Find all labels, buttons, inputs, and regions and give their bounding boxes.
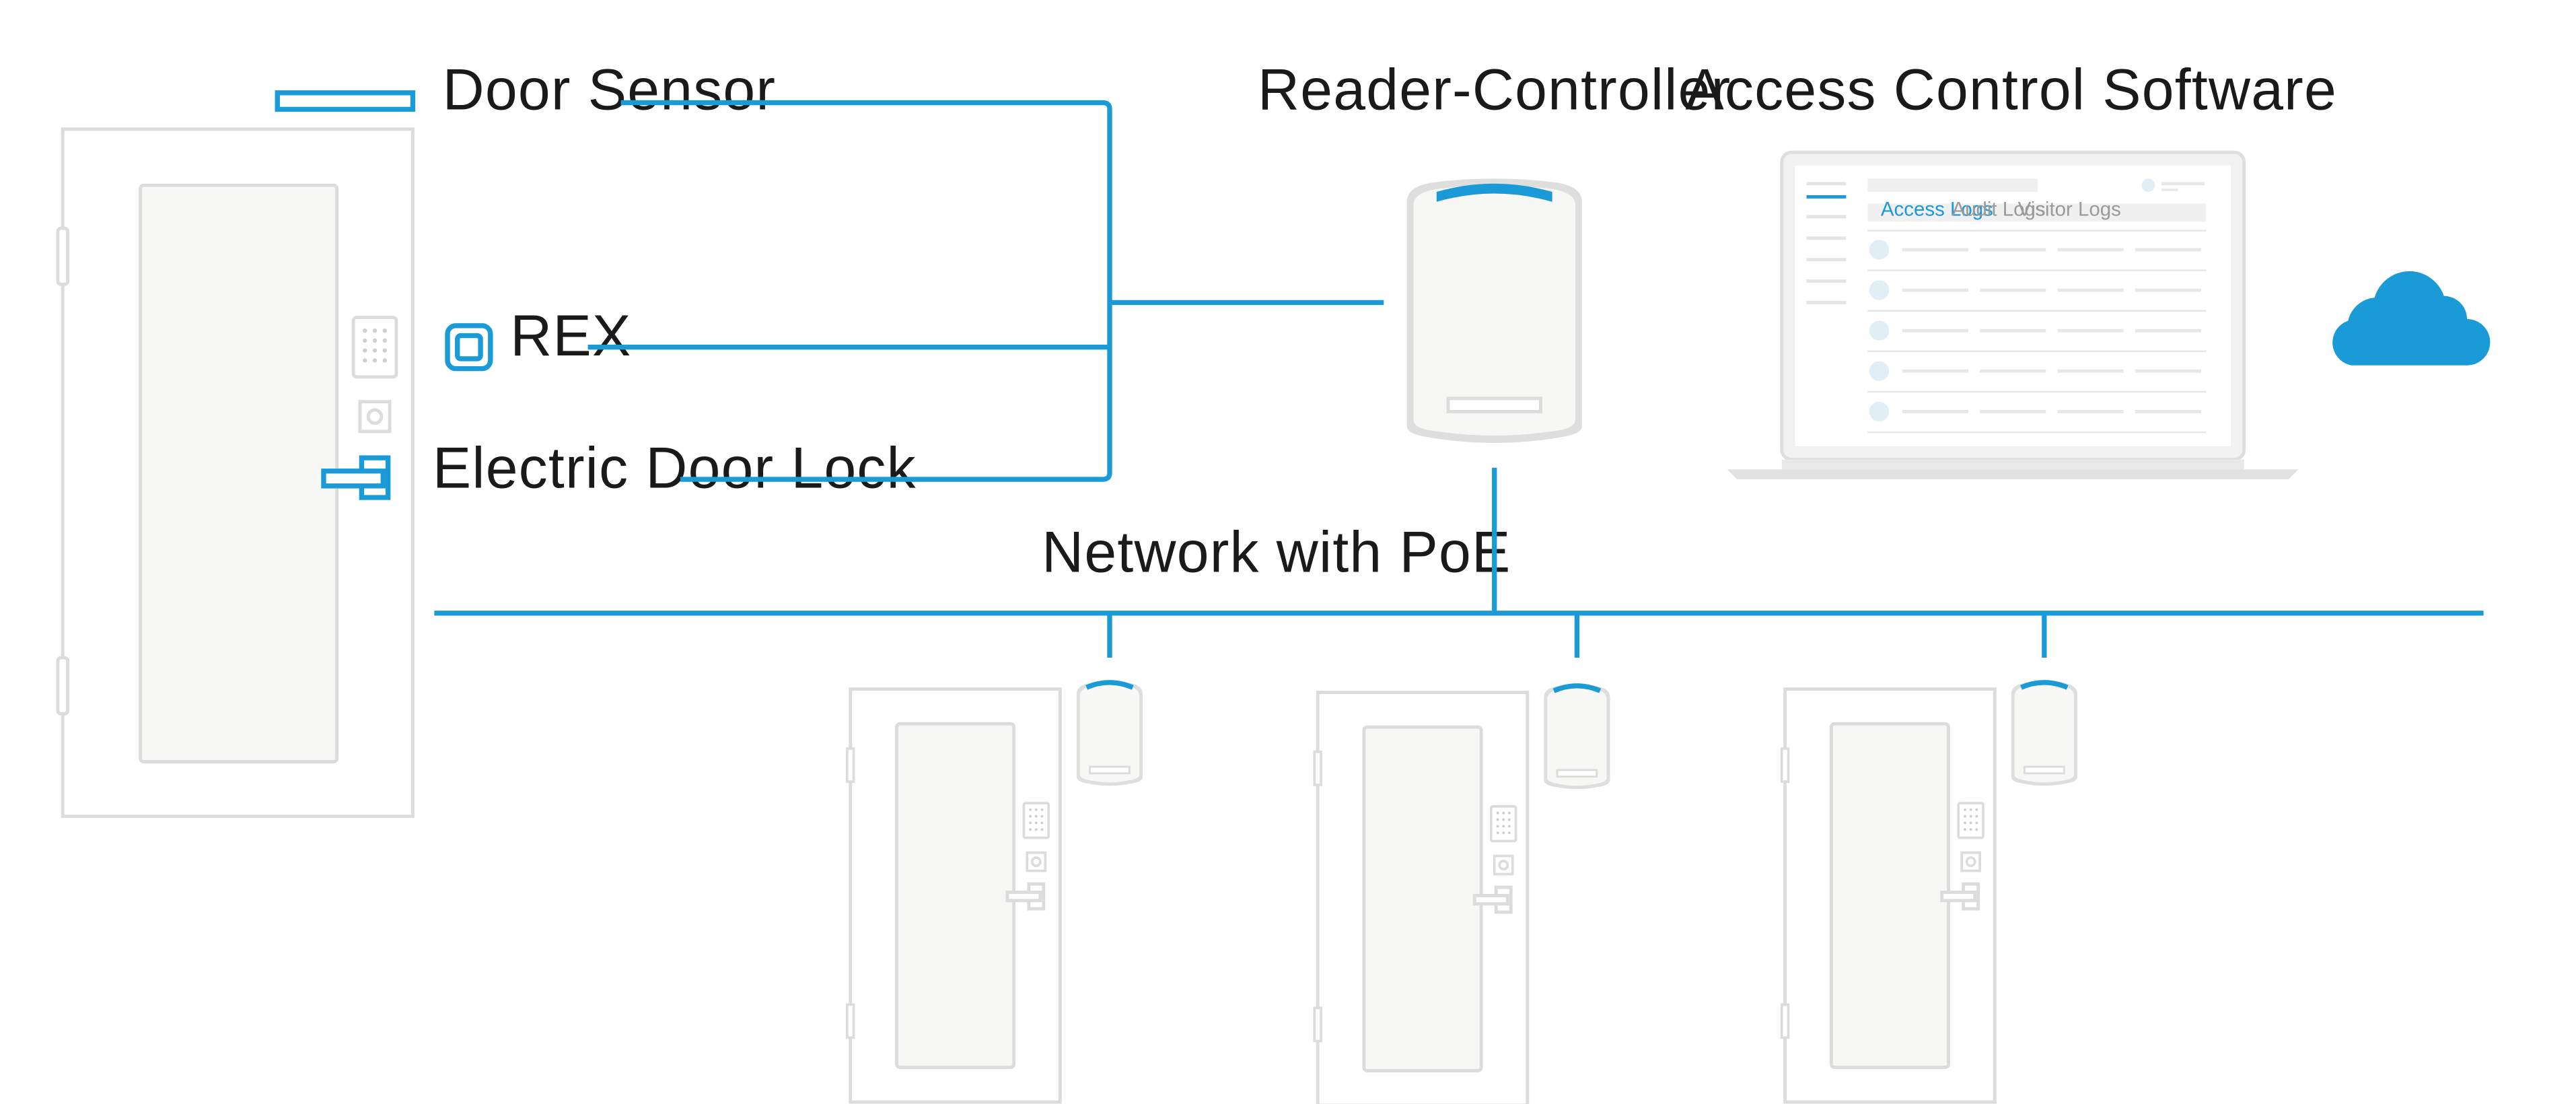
reader-controller-icon bbox=[1406, 178, 1582, 444]
remote-door bbox=[1780, 680, 2077, 1104]
log-row bbox=[1867, 320, 2207, 353]
reader-controller-icon bbox=[1544, 683, 1610, 790]
keypad-icon bbox=[1022, 802, 1050, 839]
rex-label: REX bbox=[510, 304, 631, 368]
network-label: Network with PoE bbox=[1042, 520, 1511, 584]
reader-controller-label: Reader-Controller bbox=[1258, 57, 1731, 122]
door-handle-icon bbox=[1005, 882, 1046, 911]
electric-door-lock-label: Electric Door Lock bbox=[433, 436, 917, 500]
rex-button-icon bbox=[445, 323, 493, 372]
door-button-icon bbox=[1960, 851, 1982, 872]
log-row bbox=[1867, 240, 2207, 271]
reader-controller-icon bbox=[2011, 680, 2077, 786]
door-handle-icon bbox=[321, 455, 391, 500]
door-button-icon bbox=[1493, 854, 1514, 876]
access-control-software-label: Access Control Software bbox=[1686, 57, 2337, 122]
remote-door bbox=[1313, 683, 1610, 1104]
door-wiring bbox=[587, 100, 1384, 482]
remote-door bbox=[845, 680, 1143, 1104]
network-line bbox=[434, 467, 2484, 658]
log-rows bbox=[1867, 240, 2207, 434]
log-row bbox=[1867, 401, 2207, 434]
remote-doors bbox=[845, 680, 2077, 1104]
laptop-icon: Access Logs Audit Logs Visitor Logs bbox=[1727, 150, 2299, 480]
tab-audit-logs[interactable]: Audit Logs bbox=[1952, 199, 2045, 221]
tab-access-logs[interactable]: Access Logs bbox=[1881, 199, 1993, 221]
door-sensor-label: Door Sensor bbox=[443, 57, 777, 122]
door-handle-icon bbox=[1472, 885, 1513, 914]
cloud-icon bbox=[2332, 271, 2491, 366]
software-screen: Access Logs Audit Logs Visitor Logs bbox=[1806, 178, 2207, 434]
log-row bbox=[1867, 361, 2207, 393]
door-button-icon bbox=[1026, 851, 1047, 872]
door-handle-icon bbox=[1940, 882, 1980, 911]
keypad-icon bbox=[351, 316, 398, 379]
keypad-icon bbox=[1957, 802, 1984, 839]
tab-visitor-logs[interactable]: Visitor Logs bbox=[2018, 199, 2121, 221]
log-row bbox=[1867, 280, 2207, 312]
reader-controller-icon bbox=[1076, 680, 1143, 786]
keypad-icon bbox=[1489, 805, 1517, 843]
door-sensor-icon bbox=[275, 90, 416, 112]
door-button-icon bbox=[358, 400, 392, 434]
